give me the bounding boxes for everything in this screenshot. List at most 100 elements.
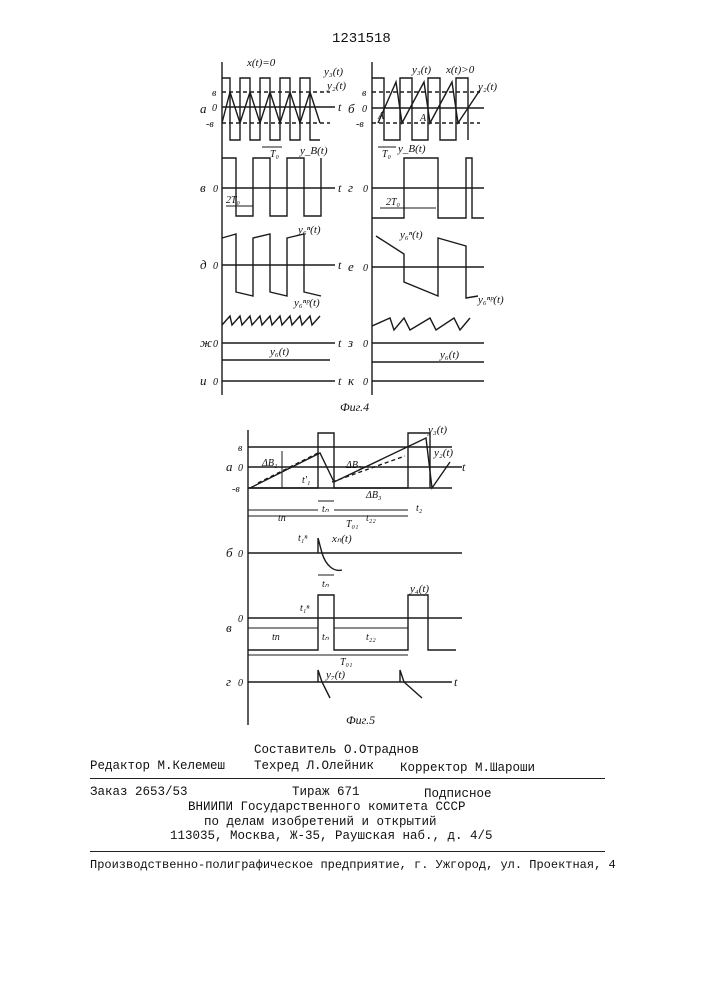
fig5-v-t22: t₂₂ (366, 632, 376, 643)
fig4-right-2T0: 2T₀ (386, 197, 401, 208)
fig5-row-b: б (226, 545, 233, 560)
fig5-b-t1n: t₁ⁿ (298, 533, 308, 544)
fig4-zero-g: 0 (363, 184, 368, 195)
fig4-right-y6: y₆(t) (439, 349, 459, 361)
fig5-zero-v: 0 (238, 614, 243, 625)
fig5-row-a: а (226, 459, 233, 474)
fig5-y7: y₇(t) (325, 669, 345, 681)
fig4-row-z: з (347, 335, 353, 350)
fig5-panel (248, 430, 462, 725)
fig5-level-minus: -в (232, 484, 240, 495)
fig4-left-level-minus: -в (206, 119, 214, 130)
fig4-left-y6: y₆(t) (269, 346, 289, 358)
fig4-row-i: и (200, 373, 207, 388)
fig4-left-y2: y₂(t) (326, 80, 346, 92)
fig4-right-y3: y₃(t) (411, 64, 431, 76)
fig4-right-zero-b: 0 (362, 104, 367, 115)
fig4-t-a: t (338, 100, 342, 114)
fig4-left-T0: T₀ (270, 149, 280, 160)
fig4-row-k: к (348, 373, 355, 388)
colophon-rule-top (90, 778, 605, 779)
fig5-dB2: ΔB₂ (345, 460, 362, 471)
fig4-b-sawtooth (378, 82, 480, 123)
fig5-y4: y₄(t) (409, 583, 429, 595)
fig4-right-T0: T₀ (382, 149, 392, 160)
figure-drawing: x(t)=0 x(t)>0 а б в г д е ж з и к в 0 -в… (0, 0, 707, 760)
fig4-right-yB: y_B(t) (397, 143, 426, 155)
fig5-row-g: г (226, 674, 231, 689)
fig4-right-y6n: y₆ⁿ(t) (399, 229, 423, 241)
fig4-v-square-wave (222, 158, 321, 216)
fig4-row-b: б (348, 101, 355, 116)
fig4-left-2T0: 2T₀ (226, 195, 241, 206)
fig5-t-a: t (462, 460, 466, 474)
fig4-row-v: в (200, 180, 206, 195)
fig4-right-y6np: y₆ⁿᵖ(t) (477, 294, 504, 306)
fig4-right-y2: y₂(t) (477, 81, 497, 93)
fig4-left-level-plus: в (212, 88, 217, 99)
fig4-left-zero-a: 0 (212, 103, 217, 114)
fig4-row-e: е (348, 259, 354, 274)
fig4-right-mark-A1: A (377, 111, 385, 122)
fig4-left-y6np: y₆ⁿᵖ(t) (293, 297, 320, 309)
fig5-v-T01: T₀₁ (340, 657, 353, 668)
fig4-cond-right: x(t)>0 (445, 64, 475, 76)
fig5-b-xn: xₙ(t) (331, 533, 352, 545)
fig4-zero-e: 0 (363, 263, 368, 274)
fig4-cond-left: x(t)=0 (246, 57, 276, 69)
fig5-v-tn-cap: tп (272, 632, 280, 643)
fig5-g-pulse-2 (400, 670, 422, 698)
fig4-row-a: а (200, 101, 207, 116)
fig4-t-i: t (338, 374, 342, 388)
fig4-caption: Фиг.4 (340, 400, 369, 414)
fig5-zero-b: 0 (238, 549, 243, 560)
fig4-zero-d: 0 (213, 261, 218, 272)
fig4-zero-zh: 0 (213, 339, 218, 350)
colophon-compiler: Составитель О.Отраднов (254, 743, 419, 757)
fig4-zero-k: 0 (363, 377, 368, 388)
colophon-org1: ВНИИПИ Государственного комитета СССР (188, 800, 466, 814)
fig5-dB1: ΔB₁ (261, 458, 277, 469)
colophon-tirazh: Тираж 671 (292, 785, 360, 799)
fig5-a-t22: t₂₂ (366, 513, 376, 524)
fig4-a-square-wave (222, 78, 320, 140)
fig4-right-level-plus: в (362, 88, 367, 99)
fig4-left-y3: y₃(t) (323, 66, 343, 78)
fig4-zero-z: 0 (363, 339, 368, 350)
fig5-a-t2: t₂ (416, 503, 423, 514)
fig4-left-yB: y_B(t) (299, 145, 328, 157)
fig5-zero-g: 0 (238, 678, 243, 689)
fig5-caption: Фиг.5 (346, 713, 375, 727)
fig4-row-zh: ж (200, 335, 212, 350)
colophon-printer: Производственно-полиграфическое предприя… (90, 858, 616, 872)
colophon-rule-bottom (90, 851, 605, 852)
fig5-a-tn: tₙ (322, 504, 330, 515)
fig4-row-g: г (348, 180, 353, 195)
colophon-address: 113035, Москва, Ж-35, Раушская наб., д. … (170, 829, 493, 843)
fig4-right-panel (372, 62, 484, 395)
fig4-t-d: t (338, 258, 342, 272)
fig4-row-d: д (200, 257, 207, 272)
fig5-v-t1n: t₁ⁿ (300, 603, 310, 614)
fig4-right-level-minus: -в (356, 119, 364, 130)
colophon-techred: Техред Л.Олейник (254, 759, 374, 773)
fig5-t1: t'₁ (302, 475, 310, 486)
colophon-order: Заказ 2653/53 (90, 785, 188, 799)
fig4-right-mark-A2: A (419, 113, 427, 124)
fig5-zero-a: 0 (238, 463, 243, 474)
colophon-podpisnoe: Подписное (424, 787, 492, 801)
fig4-zero-i: 0 (213, 377, 218, 388)
fig4-zero-v: 0 (213, 184, 218, 195)
fig4-left-y6n: y₆ⁿ(t) (297, 224, 321, 236)
fig5-row-v: в (226, 620, 232, 635)
fig5-y2: y₂(t) (433, 447, 453, 459)
fig5-level-plus: в (238, 443, 243, 454)
fig4-zh-sawtooth (222, 316, 320, 325)
fig4-b-square-wave (372, 78, 468, 140)
fig5-a-T01: T₀₁ (346, 519, 359, 530)
fig4-t-v: t (338, 181, 342, 195)
fig5-t-g: t (454, 675, 458, 689)
figure-area: x(t)=0 x(t)>0 а б в г д е ж з и к в 0 -в… (0, 0, 707, 760)
fig5-v-tn: tₙ (322, 632, 330, 643)
colophon-corrector: Корректор М.Шароши (400, 761, 535, 775)
